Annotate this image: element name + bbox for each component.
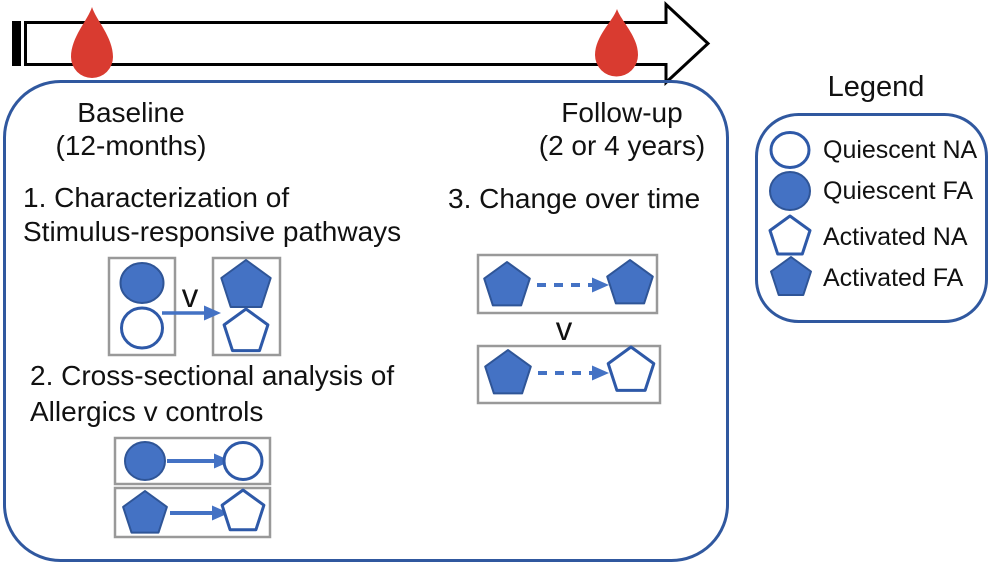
- s3-activated-fa-end-icon: [606, 259, 654, 305]
- legend-circle-outline-icon: [769, 131, 811, 169]
- timeline-start-bar: [12, 21, 21, 66]
- analysis1-title-line2: Stimulus-responsive pathways: [23, 216, 402, 247]
- analysis1-title: 1. Characterization of Stimulus-responsi…: [23, 181, 401, 249]
- s1-quiescent-na-icon: [120, 306, 164, 350]
- legend-title: Legend: [827, 71, 925, 103]
- legend-item-activated-na: Activated NA: [823, 223, 968, 251]
- s2-arrowhead-bottom: [212, 505, 229, 521]
- s1-quiescent-fa-icon: [119, 262, 165, 304]
- s3-arrowhead-bottom: [592, 365, 609, 381]
- blood-drop-followup-icon: [595, 9, 638, 77]
- baseline-label-line2: (12-months): [55, 130, 207, 161]
- s3-activated-fa-start2-icon: [484, 349, 532, 395]
- blood-drop-baseline-icon: [71, 7, 113, 78]
- legend-item-activated-fa: Activated FA: [823, 264, 964, 292]
- followup-label-line2: (2 or 4 years): [538, 130, 706, 161]
- s3-activated-fa-start-icon: [483, 261, 531, 307]
- analysis3-versus-label: v: [555, 310, 573, 347]
- baseline-label: Baseline (12-months): [31, 96, 231, 162]
- legend-pentagon-outline-icon: [768, 214, 812, 256]
- s2-quiescent-na-icon: [222, 441, 264, 481]
- s2-activated-na-icon: [220, 488, 266, 532]
- legend-item-quiescent-na: Quiescent NA: [823, 136, 978, 164]
- analysis3-title: 3. Change over time: [448, 183, 701, 214]
- analysis2-title-line1: 2. Cross-sectional analysis of: [30, 360, 395, 391]
- s3-arrowhead-top: [592, 277, 609, 293]
- followup-label: Follow-up (2 or 4 years): [522, 96, 722, 162]
- s2-activated-fa-icon: [122, 490, 168, 534]
- baseline-label-line1: Baseline: [77, 97, 185, 128]
- analysis1-title-line1: 1. Characterization of: [23, 182, 290, 213]
- legend-item-quiescent-fa: Quiescent FA: [823, 177, 974, 205]
- s1-activated-na-icon: [222, 307, 270, 353]
- s3-activated-na-end-icon: [606, 345, 656, 392]
- s1-activated-fa-icon: [220, 259, 272, 308]
- legend-box: [755, 113, 988, 323]
- analysis1-versus-label: v: [181, 277, 199, 314]
- s1-arrowhead: [204, 305, 221, 321]
- analysis2-title: 2. Cross-sectional analysis of Allergics…: [30, 358, 394, 430]
- analysis2-title-line2: Allergics v controls: [30, 396, 264, 427]
- timeline-arrow: [24, 1, 711, 86]
- s2-quiescent-fa-icon: [124, 441, 166, 481]
- legend-circle-filled-icon: [769, 171, 811, 211]
- followup-label-line1: Follow-up: [561, 97, 683, 128]
- study-container-border: [3, 80, 729, 562]
- legend-pentagon-filled-icon: [770, 256, 812, 296]
